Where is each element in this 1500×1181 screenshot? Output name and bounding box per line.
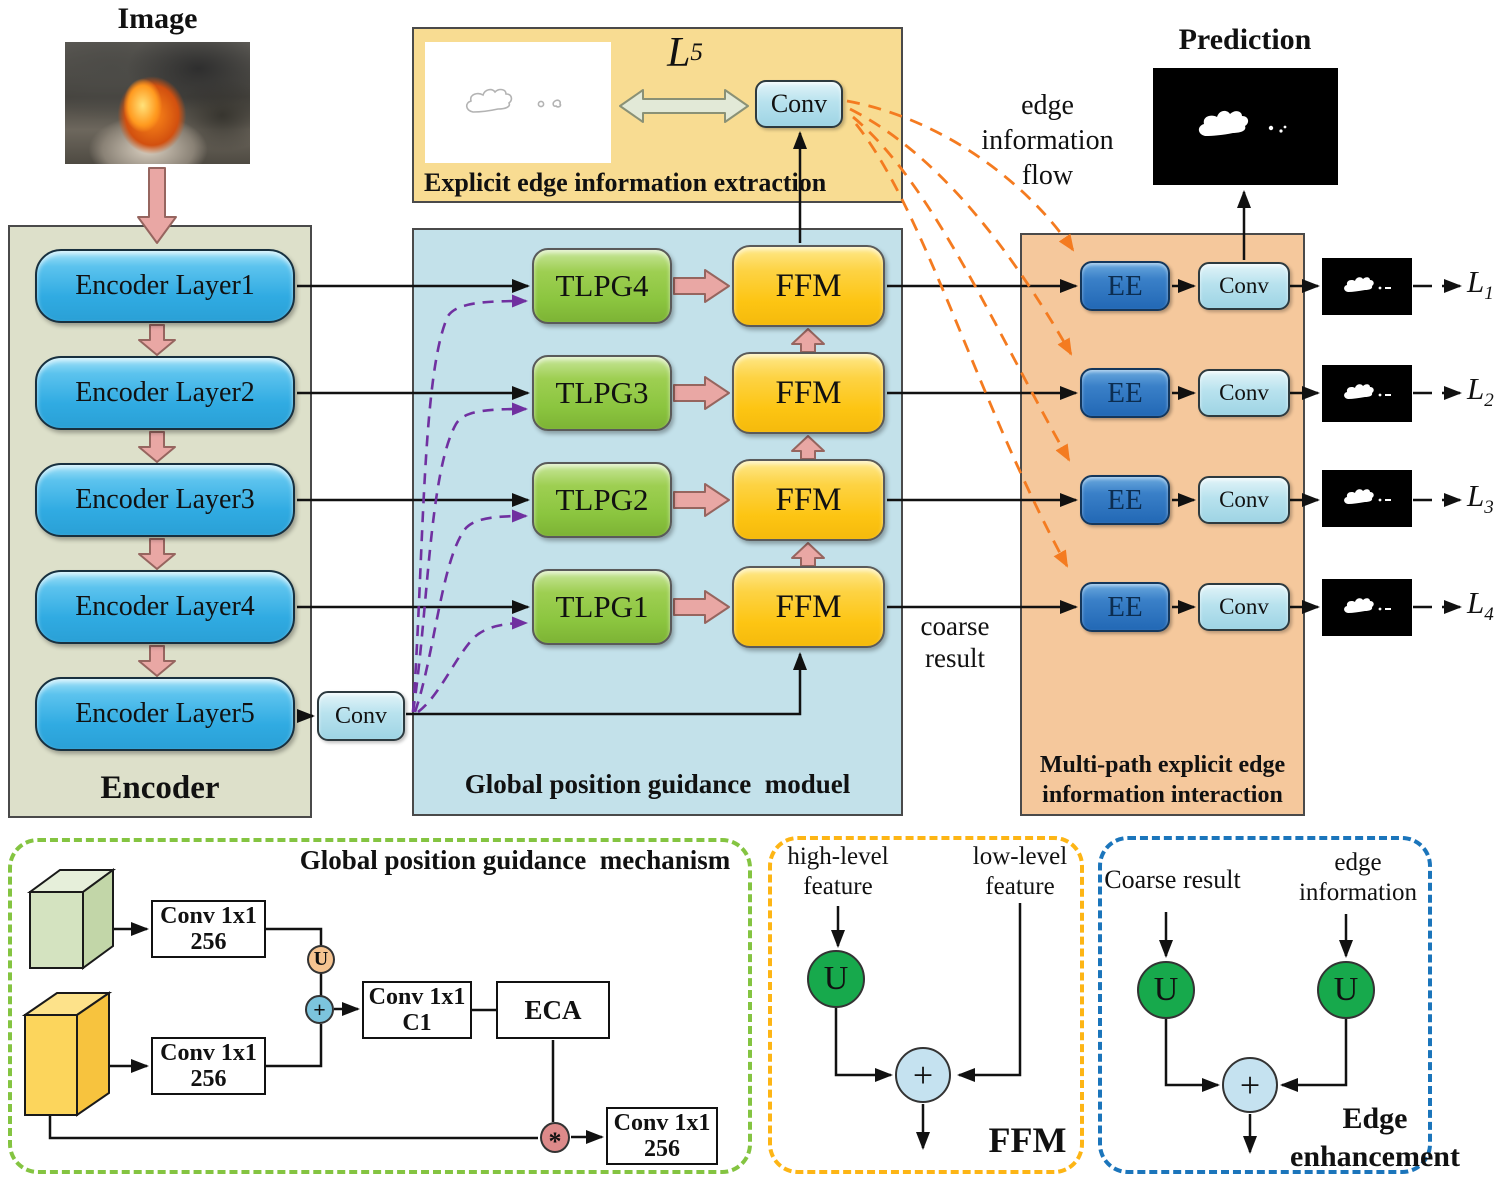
- prediction-mask-image: [1153, 68, 1338, 185]
- input-fire-image: [65, 42, 250, 164]
- encoder-gap-arrow: [138, 324, 176, 356]
- tlpg-to-ffm-arrow: [673, 269, 730, 303]
- mechanism-panel-title: Global position guidance mechanism: [299, 844, 731, 875]
- ee-block-3: EE: [1080, 475, 1170, 525]
- interaction-panel-title: Multi-path explicit edge information int…: [1039, 752, 1286, 808]
- ee-add-op: +: [1222, 1057, 1278, 1113]
- l5-double-arrow: [619, 89, 749, 123]
- interaction-panel: [1020, 233, 1305, 816]
- ffm-upsample-op: U: [807, 950, 865, 1008]
- ffm3-block: FFM: [732, 352, 885, 434]
- interaction-conv-2: Conv: [1198, 369, 1290, 417]
- ffm1-block: FFM: [732, 566, 885, 648]
- loss-label-l1: L1: [1467, 264, 1494, 305]
- encoder-layer-2: Encoder Layer2: [35, 356, 295, 430]
- high-level-feature-cuboid: [25, 865, 120, 980]
- encoder-layer-5: Encoder Layer5: [35, 677, 295, 751]
- prediction-title: Prediction: [1178, 23, 1312, 56]
- encoder-gap-arrow: [138, 645, 176, 677]
- extraction-conv-block: Conv: [755, 80, 843, 128]
- coarse-result-input-label: Coarse result: [1104, 865, 1241, 894]
- interaction-conv-1: Conv: [1198, 262, 1290, 310]
- ffm-detail-title: FFM: [988, 1120, 1067, 1160]
- mechanism-add-op: +: [305, 995, 334, 1024]
- encoder-layer-1: Encoder Layer1: [35, 249, 295, 323]
- pink-flow-arrows: [137, 167, 825, 677]
- loss-label-l2: L2: [1467, 371, 1494, 412]
- mechanism-multiply-op: *: [540, 1122, 570, 1156]
- mechanism-eca-block: ECA: [496, 981, 610, 1039]
- output-mask-4: [1322, 579, 1412, 636]
- loss-label-l3: L3: [1467, 478, 1494, 519]
- tlpg-to-ffm-arrow: [673, 483, 730, 517]
- interaction-conv-3: Conv: [1198, 476, 1290, 524]
- tlpg2-block: TLPG2: [532, 462, 672, 538]
- ffm-add-op: +: [895, 1047, 951, 1103]
- encoder-panel-title: Encoder: [100, 769, 220, 806]
- low-level-feature-cuboid: [20, 988, 115, 1125]
- image-to-encoder-arrow: [137, 167, 177, 244]
- purple-guidance-curves: [411, 294, 528, 714]
- ee-block-2: EE: [1080, 368, 1170, 418]
- tlpg-to-ffm-arrow: [673, 590, 730, 624]
- ffm2-block: FFM: [732, 459, 885, 541]
- tlpg3-block: TLPG3: [532, 355, 672, 431]
- encoder-gap-arrow: [138, 538, 176, 570]
- orange-edge-flow-curves: [846, 99, 1075, 568]
- ee-upsample-right-op: U: [1317, 961, 1375, 1019]
- tlpg-to-ffm-arrow: [673, 376, 730, 410]
- ee-block-1: EE: [1080, 261, 1170, 311]
- edge-map-sketch: [425, 42, 611, 163]
- edge-information-flow-label: edge information flow: [981, 90, 1114, 191]
- encoder-conv-block: Conv: [317, 691, 405, 741]
- encoder-layer-3: Encoder Layer3: [35, 463, 295, 537]
- gpg-module-title: Global position guidance moduel: [464, 768, 851, 799]
- ffm-up-arrow: [791, 328, 825, 353]
- output-mask-2: [1322, 365, 1412, 422]
- ee-block-4: EE: [1080, 582, 1170, 632]
- loss-label-l4: L4: [1467, 585, 1494, 626]
- encoder-gap-arrow: [138, 431, 176, 463]
- ffm-up-arrow: [791, 542, 825, 567]
- interaction-conv-4: Conv: [1198, 583, 1290, 631]
- extraction-panel-title: Explicit edge information extraction: [424, 168, 827, 197]
- ffm-up-arrow: [791, 435, 825, 460]
- tlpg1-block: TLPG1: [532, 569, 672, 645]
- output-mask-3: [1322, 470, 1412, 527]
- encoder-layer-4: Encoder Layer4: [35, 570, 295, 644]
- coarse-result-label: coarse result: [920, 611, 990, 673]
- mechanism-upsample-op: U: [307, 945, 335, 974]
- image-title: Image: [117, 2, 198, 35]
- ee-upsample-left-op: U: [1137, 961, 1195, 1019]
- black-connectors: [48, 131, 1462, 1154]
- ffm4-block: FFM: [732, 245, 885, 327]
- output-mask-1: [1322, 258, 1412, 315]
- tlpg4-block: TLPG4: [532, 248, 672, 324]
- ffm-detail-panel: [768, 836, 1084, 1174]
